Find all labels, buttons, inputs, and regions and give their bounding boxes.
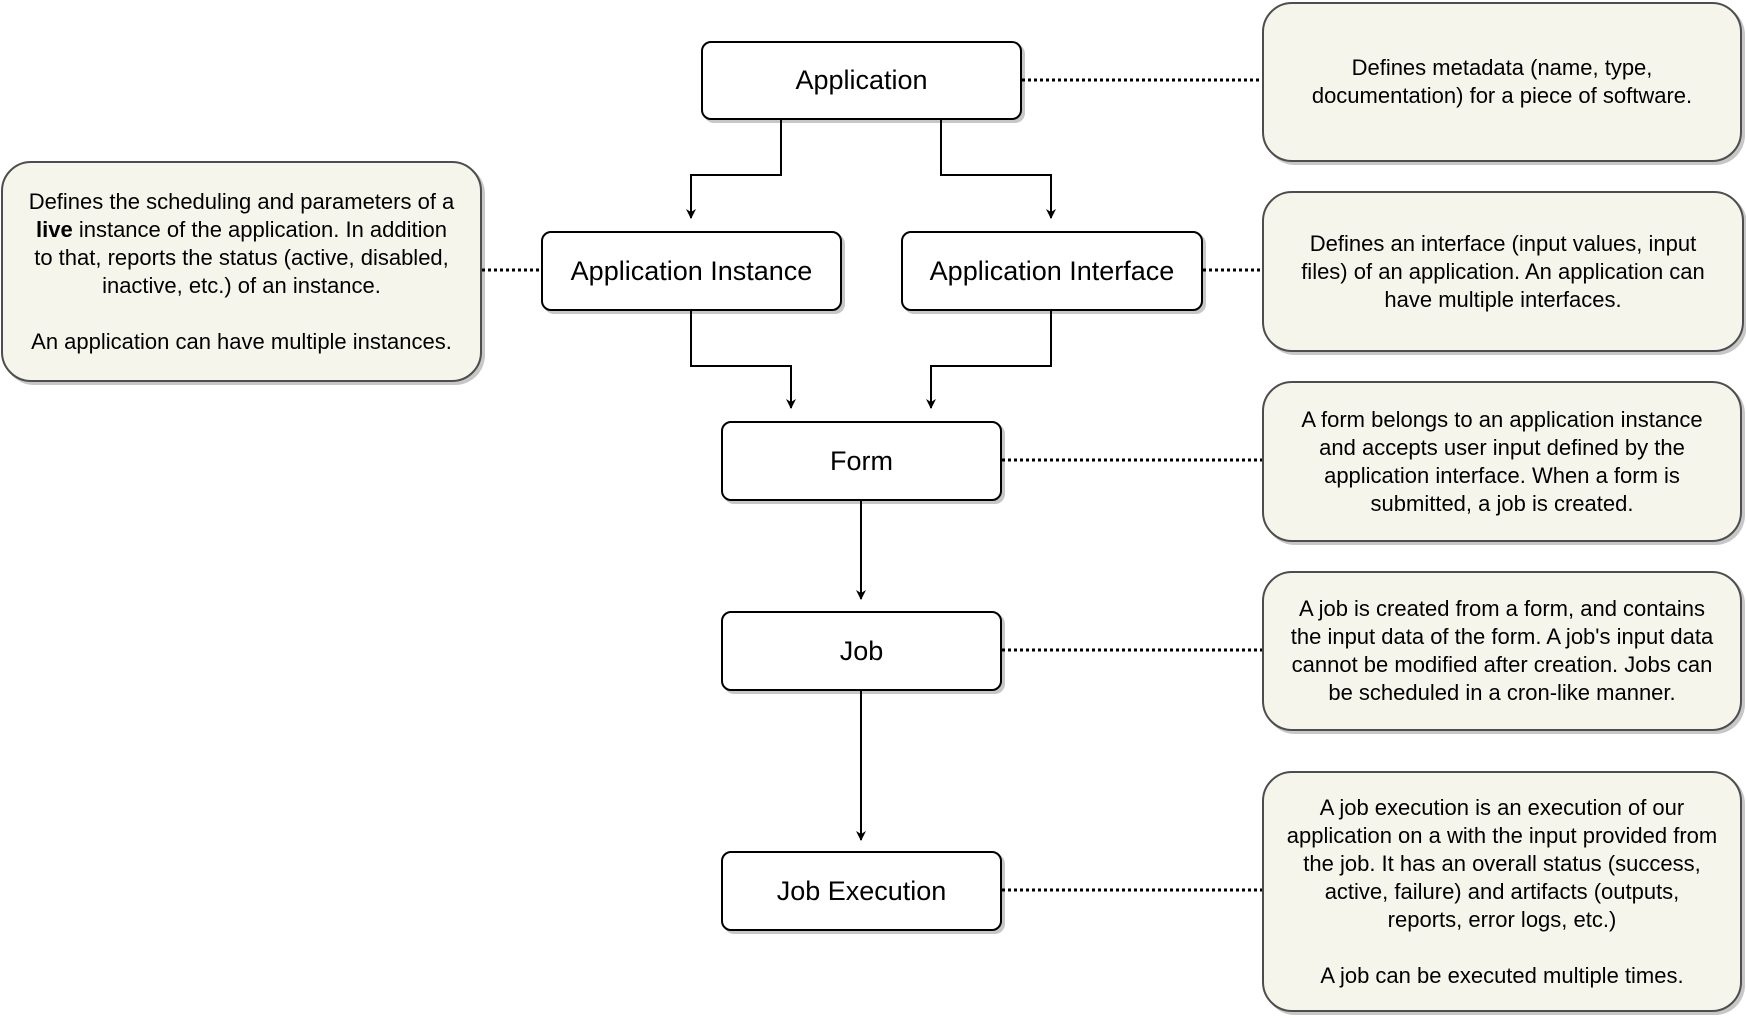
- emphasis-live: live: [36, 216, 73, 242]
- note-application: Defines metadata (name, type, documentat…: [1262, 2, 1742, 162]
- note-application-instance: Defines the scheduling and parameters of…: [1, 161, 482, 382]
- note-application-instance-line: An application can have multiple instanc…: [31, 328, 452, 354]
- note-application-instance-line: Defines the scheduling and parameters of…: [28, 188, 455, 214]
- node-application-label: Application: [795, 65, 928, 95]
- note-job-execution-line: the job. It has an overall status (succe…: [1303, 850, 1701, 876]
- note-application-instance-line: inactive, etc.) of an instance.: [102, 272, 381, 298]
- note-job-execution-line: A job can be executed multiple times.: [1320, 962, 1684, 988]
- edge-application-to-instance: [686, 120, 782, 219]
- note-job-line: cannot be modified after creation. Jobs …: [1291, 652, 1713, 677]
- note-application-interface-line: Defines an interface (input values, inpu…: [1309, 230, 1697, 256]
- node-form-label: Form: [830, 445, 893, 476]
- note-job-execution-line: reports, error logs, etc.): [1387, 906, 1617, 932]
- note-application-instance-line-rest: instance of the application. In addition: [72, 216, 447, 242]
- node-job-execution-label: Job Execution: [776, 875, 947, 906]
- note-job-line: be scheduled in a cron-like manner.: [1328, 680, 1676, 705]
- note-form-line: A form belongs to an application instanc…: [1301, 406, 1703, 432]
- note-application-line: documentation) for a piece of software.: [1311, 83, 1693, 108]
- node-application-instance[interactable]: Application Instance: [541, 231, 842, 311]
- node-application-instance-label: Application Instance: [570, 255, 813, 286]
- node-application-interface-label: Application Interface: [929, 255, 1175, 286]
- note-job-execution: A job execution is an execution of our a…: [1262, 771, 1742, 1012]
- note-job-execution-line: application on a with the input provided…: [1286, 822, 1718, 848]
- edge-interface-to-form: [926, 311, 1052, 409]
- note-job-line: A job is created from a form, and contai…: [1299, 596, 1705, 621]
- node-application[interactable]: Application: [701, 41, 1022, 120]
- note-form-line: and accepts user input defined by the: [1319, 434, 1685, 460]
- note-application-instance-line: to that, reports the status (active, dis…: [34, 244, 449, 270]
- note-application-line: Defines metadata (name, type,: [1351, 55, 1653, 80]
- note-form-line: submitted, a job is created.: [1370, 490, 1634, 516]
- note-form-line: application interface. When a form is: [1324, 462, 1680, 488]
- note-job-line: the input data of the form. A job's inpu…: [1290, 624, 1714, 649]
- node-job-label: Job: [839, 635, 884, 666]
- node-form[interactable]: Form: [721, 421, 1002, 501]
- edge-instance-to-form: [690, 311, 796, 409]
- note-form: A form belongs to an application instanc…: [1262, 381, 1742, 542]
- node-job[interactable]: Job: [721, 611, 1002, 691]
- edge-application-to-interface: [940, 120, 1056, 219]
- node-job-execution[interactable]: Job Execution: [721, 851, 1002, 931]
- note-application-interface-line: have multiple interfaces.: [1384, 286, 1622, 312]
- note-application-interface: Defines an interface (input values, inpu…: [1262, 191, 1744, 352]
- note-job: A job is created from a form, and contai…: [1262, 571, 1742, 731]
- note-job-execution-line: active, failure) and artifacts (outputs,: [1324, 878, 1680, 904]
- node-application-interface[interactable]: Application Interface: [901, 231, 1203, 311]
- note-job-execution-line: A job execution is an execution of our: [1319, 794, 1685, 820]
- note-application-instance-line: live instance of the application. In add…: [36, 216, 447, 244]
- note-application-interface-line: files) of an application. An application…: [1301, 258, 1705, 284]
